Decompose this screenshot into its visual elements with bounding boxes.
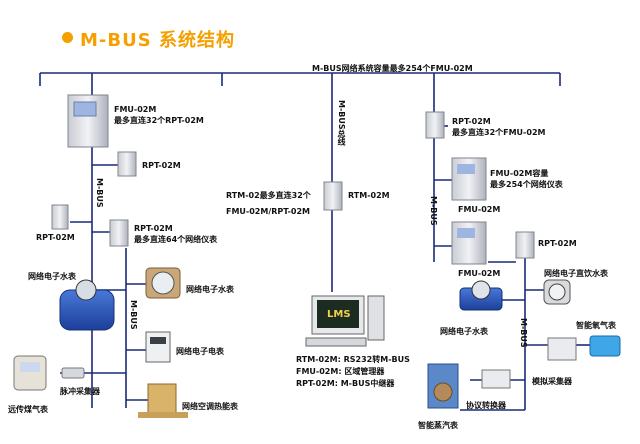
legend-rtm: RTM-02M: RS232转M-BUS <box>296 355 410 364</box>
page-title: M-BUS 系统结构 <box>80 30 235 51</box>
rtm-label: RTM-02M <box>348 191 390 200</box>
main-bus-label: M-BUS总线 <box>337 100 346 146</box>
gas-meter-icon <box>13 355 47 391</box>
bus-capacity-label: M-BUS网络系统容量最多254个FMU-02M <box>312 64 473 73</box>
pulse-collector-icon <box>61 367 85 379</box>
electric-meter-icon <box>145 331 171 363</box>
fmu-capacity-label: 最多直连32个RPT-02M <box>114 116 204 125</box>
left-bus-label: M-BUS <box>95 178 104 208</box>
analog-collector-icon <box>547 337 577 361</box>
right-water-meter-icon <box>459 280 503 311</box>
oxygen-meter-label: 智能氧气表 <box>576 321 616 330</box>
right-rpt-small-label: RPT-02M <box>538 239 577 248</box>
right-bus-label: M-BUS <box>429 196 438 226</box>
drinking-water-meter-icon <box>543 279 571 305</box>
gas-meter-label: 远传煤气表 <box>8 405 48 414</box>
rpt-mid-label: RPT-02M <box>134 224 173 233</box>
fmu-capacity-title: FMU-02M容量 <box>490 169 549 178</box>
rpt-device-icon <box>51 111 535 259</box>
rpt-side-label: RPT-02M <box>36 233 75 242</box>
heat-meter-icon <box>138 383 188 418</box>
drinking-meter-label: 网络电子直饮水表 <box>544 269 608 278</box>
electric-meter-label: 网络电子电表 <box>176 347 224 356</box>
fmu-cabinet-icon <box>67 94 109 148</box>
right-fmu-label-a: FMU-02M <box>458 205 501 214</box>
pulse-collector-label: 脉冲采集器 <box>60 387 100 396</box>
water-meter-label-2: 网络电子水表 <box>186 285 234 294</box>
legend-fmu: FMU-02M: 区域管理器 <box>296 367 385 376</box>
right-rpt-capacity-label: 最多直连32个FMU-02M <box>452 128 546 137</box>
water-meter-label-1: 网络电子水表 <box>28 272 76 281</box>
left-lower-bus-label: M-BUS <box>129 300 138 330</box>
rpt-mid-capacity-label: 最多直连64个网络仪表 <box>134 235 218 244</box>
oxygen-meter-icon <box>589 335 621 357</box>
protocol-converter-icon <box>481 369 511 389</box>
fmu-cabinet-right-icon <box>451 157 487 265</box>
ac-heat-meter-label: 网络空调热能表 <box>182 402 238 411</box>
right-water-meter-label: 网络电子水表 <box>440 327 488 336</box>
rtm-note-1: RTM-02最多直连32个 <box>226 191 311 200</box>
legend-rpt: RPT-02M: M-BUS中继器 <box>296 379 395 388</box>
title-bullet-icon <box>62 32 73 43</box>
analog-collector-label: 模拟采集器 <box>532 377 572 386</box>
lms-computer-icon <box>305 295 385 347</box>
right-rpt-label: RPT-02M <box>452 117 491 126</box>
right-lower-bus-label: M-BUS <box>519 318 528 348</box>
steam-meter-label: 智能蒸汽表 <box>418 421 458 430</box>
protocol-converter-label: 协议转换器 <box>466 401 506 410</box>
fmu-capacity-value: 最多254个网络仪表 <box>490 180 563 189</box>
steam-meter-icon <box>427 363 459 409</box>
fmu-label: FMU-02M <box>114 105 157 114</box>
water-meter-icon <box>59 267 181 331</box>
lms-screen-label: LMS <box>327 309 351 320</box>
rtm-note-2: FMU-02M/RPT-02M <box>226 207 310 216</box>
right-fmu-label-b: FMU-02M <box>458 269 501 278</box>
rpt-top-label: RPT-02M <box>142 161 181 170</box>
